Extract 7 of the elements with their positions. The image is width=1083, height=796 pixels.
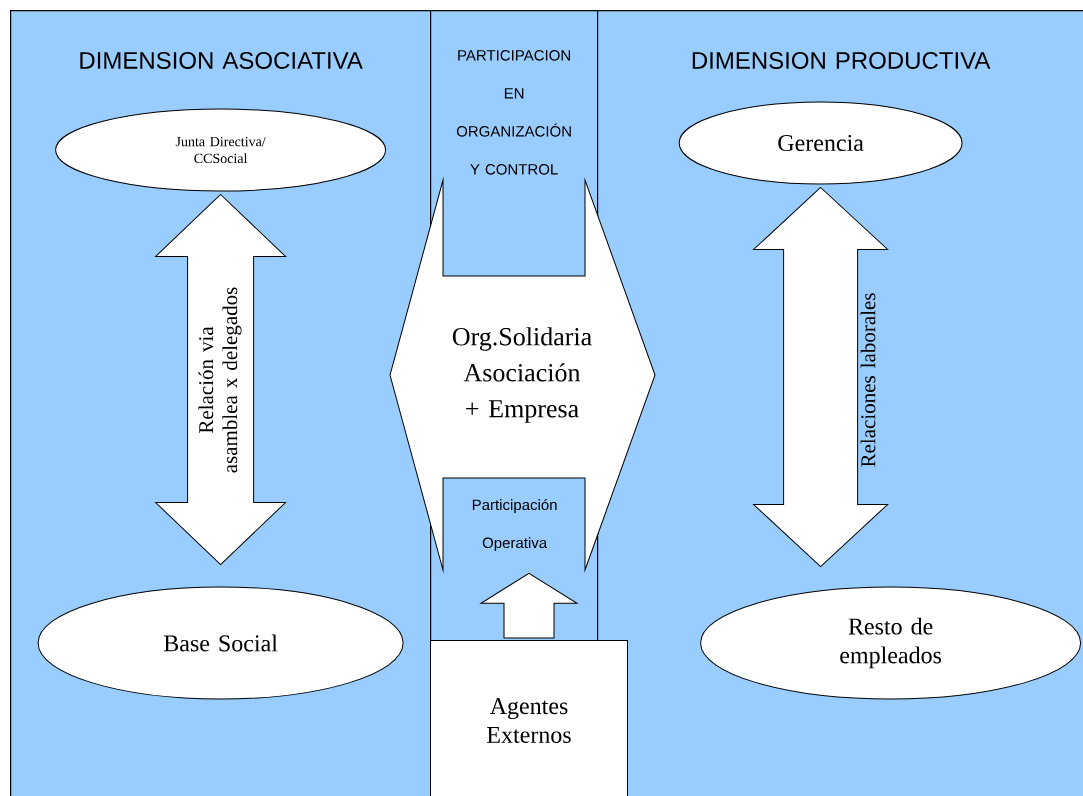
edge-label: Relación via asamblea x delegados [198, 287, 242, 473]
block-arrow [753, 187, 889, 567]
edge-label: Relaciones laborales [860, 293, 876, 467]
block-arrow [480, 572, 578, 639]
text: Participación Operativa [472, 498, 557, 552]
box: Agentes Externos [430, 640, 628, 796]
block-arrow [155, 194, 287, 565]
